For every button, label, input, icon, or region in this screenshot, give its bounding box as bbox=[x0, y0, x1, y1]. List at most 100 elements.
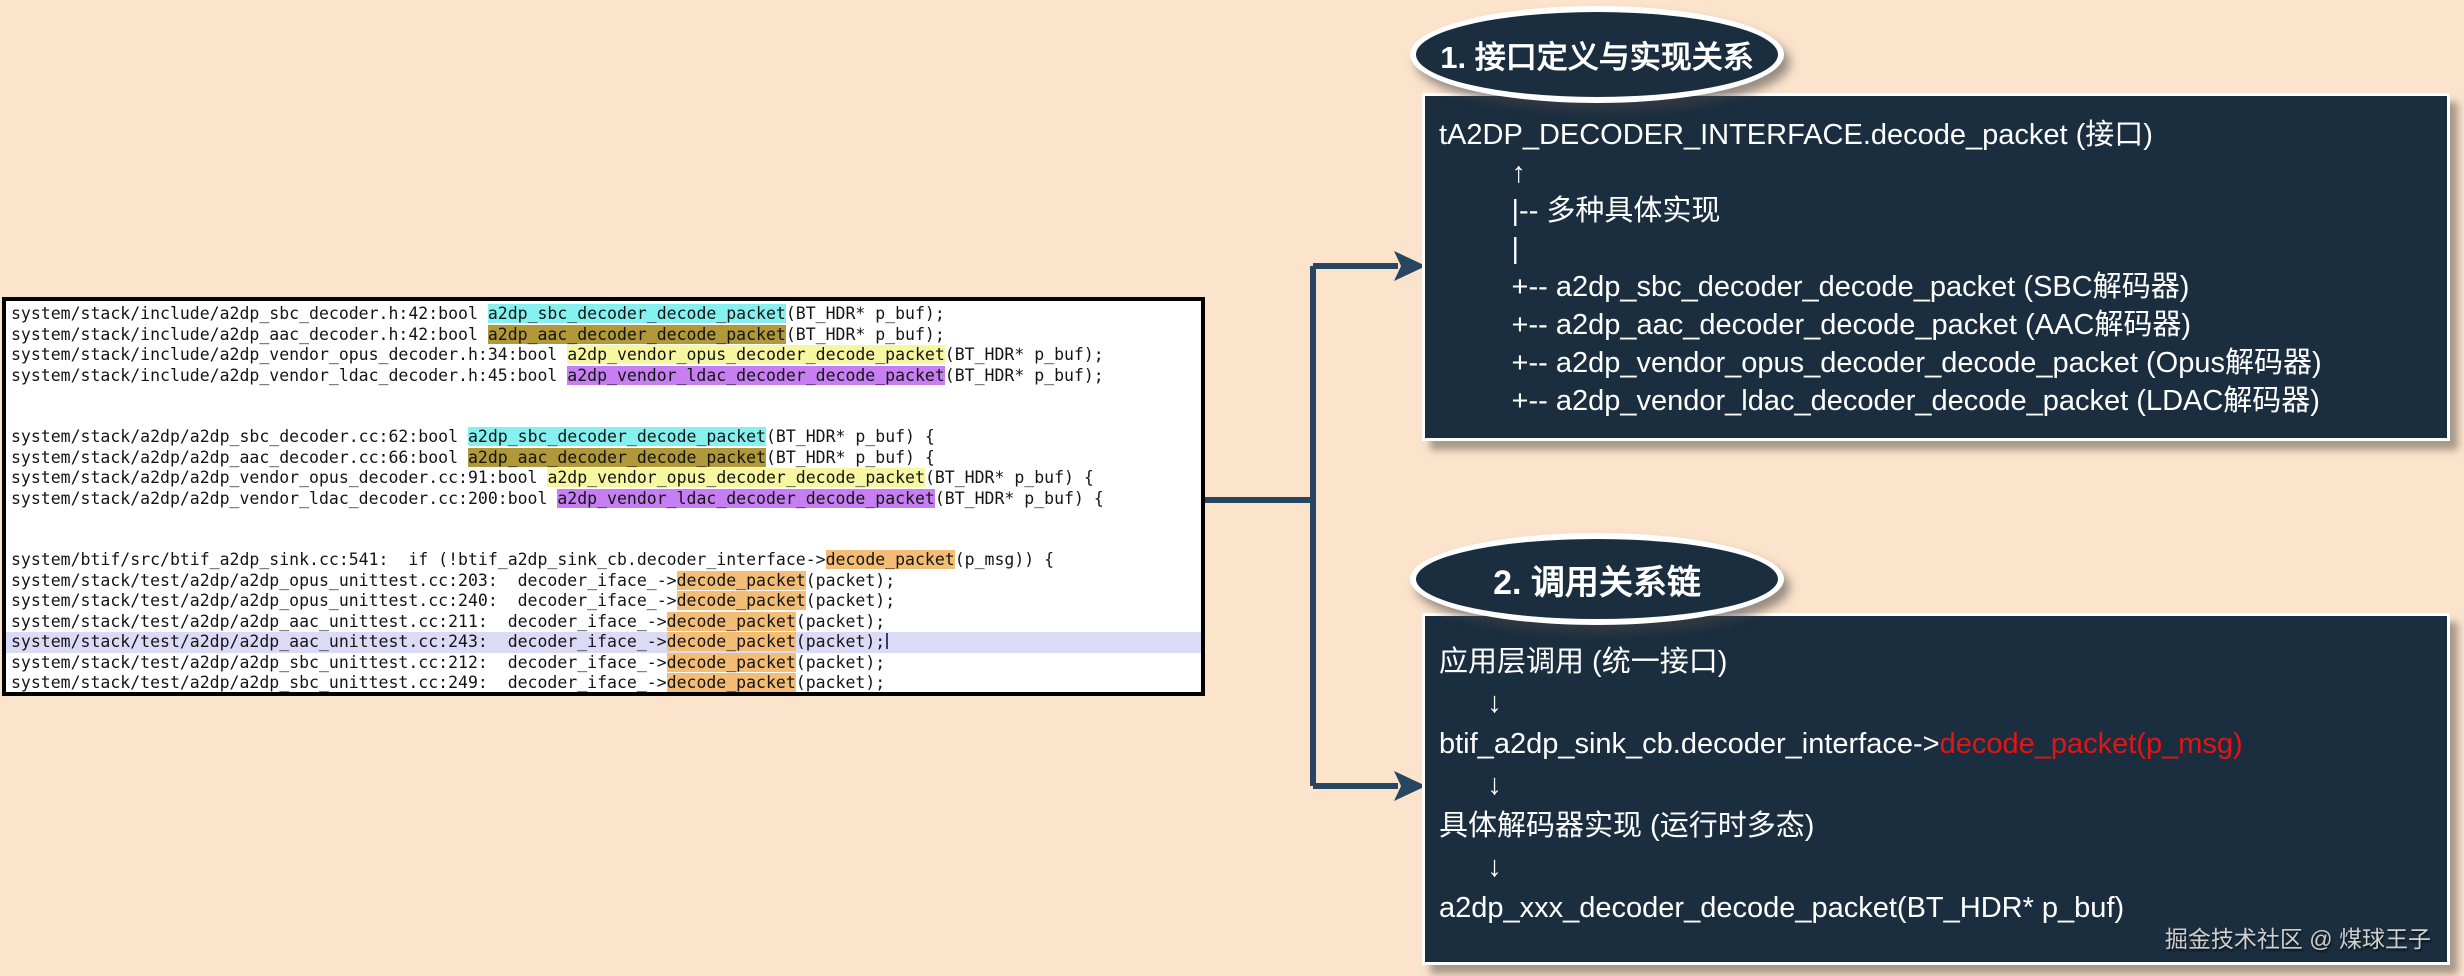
text-segment: ↓ bbox=[1439, 769, 1502, 801]
text-segment: system/stack/a2dp/a2dp_aac_decoder.cc:66… bbox=[11, 447, 468, 467]
text-segment: (BT_HDR* p_buf); bbox=[785, 324, 945, 344]
section-badge-2-label: 2. 调用关系链 bbox=[1493, 563, 1701, 602]
text-segment: (BT_HDR* p_buf); bbox=[944, 345, 1104, 364]
panel-line: 具体解码器实现 (运行时多态) bbox=[1439, 806, 2447, 847]
red-highlight-text: decode_packet(p_msg) bbox=[1939, 728, 2243, 760]
code-highlight-cyan: a2dp_sbc_decoder_decode_packet bbox=[487, 304, 786, 323]
code-highlight-yellow: a2dp_vendor_opus_decoder_decode_packet bbox=[547, 468, 925, 487]
text-segment: ↓ bbox=[1439, 851, 1502, 883]
grep-line: system/stack/test/a2dp/a2dp_sbc_unittest… bbox=[6, 652, 1201, 674]
text-segment: (packet); bbox=[805, 591, 896, 610]
grep-line bbox=[6, 386, 1201, 407]
interface-panel-body: tA2DP_DECODER_INTERFACE.decode_packet (接… bbox=[1425, 96, 2447, 420]
text-segment: system/stack/test/a2dp/a2dp_sbc_unittest… bbox=[11, 673, 667, 692]
text-segment: system/stack/test/a2dp/a2dp_opus_unittes… bbox=[11, 591, 677, 610]
panel-line: ↓ bbox=[1439, 683, 2447, 724]
code-highlight-orange: decode_packet bbox=[666, 611, 796, 631]
text-segment: (BT_HDR* p_buf) { bbox=[765, 447, 935, 467]
panel-line: btif_a2dp_sink_cb.decoder_interface->dec… bbox=[1439, 724, 2447, 765]
panel-line: 应用层调用 (统一接口) bbox=[1439, 642, 2447, 683]
grep-lines-container: system/stack/include/a2dp_sbc_decoder.h:… bbox=[6, 304, 1201, 692]
text-segment: (BT_HDR* p_buf) { bbox=[924, 468, 1094, 487]
grep-line-selected: system/stack/test/a2dp/a2dp_aac_unittest… bbox=[6, 632, 1201, 653]
panel-line: | bbox=[1439, 230, 2447, 268]
text-segment: system/stack/include/a2dp_vendor_opus_de… bbox=[11, 345, 568, 364]
text-segment: (BT_HDR* p_buf); bbox=[785, 304, 945, 323]
text-segment: ↑ bbox=[1439, 157, 1527, 189]
grep-line: system/stack/include/a2dp_vendor_opus_de… bbox=[6, 345, 1201, 366]
text-segment: system/stack/include/a2dp_sbc_decoder.h:… bbox=[11, 304, 488, 323]
grep-line: system/stack/a2dp/a2dp_vendor_opus_decod… bbox=[6, 468, 1201, 489]
panel-line: tA2DP_DECODER_INTERFACE.decode_packet (接… bbox=[1439, 116, 2447, 154]
text-cursor bbox=[886, 633, 889, 649]
grep-line bbox=[6, 509, 1201, 530]
grep-line bbox=[6, 407, 1201, 428]
text-segment: system/stack/a2dp/a2dp_sbc_decoder.cc:62… bbox=[11, 427, 468, 446]
text-segment: system/stack/a2dp/a2dp_vendor_ldac_decod… bbox=[11, 488, 558, 508]
panel-line: ↑ bbox=[1439, 154, 2447, 192]
grep-line: system/stack/a2dp/a2dp_sbc_decoder.cc:62… bbox=[6, 427, 1201, 448]
text-segment: system/stack/a2dp/a2dp_vendor_opus_decod… bbox=[11, 468, 548, 487]
text-segment: system/stack/test/a2dp/a2dp_opus_unittes… bbox=[11, 570, 677, 590]
text-segment: (packet); bbox=[795, 611, 886, 631]
code-highlight-olive: a2dp_aac_decoder_decode_packet bbox=[487, 324, 786, 344]
code-highlight-violet: a2dp_vendor_ldac_decoder_decode_packet bbox=[557, 488, 935, 508]
grep-line: system/stack/a2dp/a2dp_aac_decoder.cc:66… bbox=[6, 447, 1201, 469]
code-highlight-orange: decode_packet bbox=[825, 550, 955, 569]
text-segment: (BT_HDR* p_buf) { bbox=[765, 427, 935, 446]
section-badge-2: 2. 调用关系链 bbox=[1410, 533, 1784, 625]
text-segment: system/stack/include/a2dp_aac_decoder.h:… bbox=[11, 324, 488, 344]
panel-line: a2dp_xxx_decoder_decode_packet(BT_HDR* p… bbox=[1439, 888, 2447, 929]
text-segment: (p_msg)) { bbox=[954, 550, 1055, 569]
panel-line: |-- 多种具体实现 bbox=[1439, 192, 2447, 230]
branch-connector bbox=[1205, 251, 1426, 801]
interface-relationship-panel: tA2DP_DECODER_INTERFACE.decode_packet (接… bbox=[1422, 93, 2450, 441]
text-segment: +-- a2dp_vendor_opus_decoder_decode_pack… bbox=[1439, 347, 2322, 379]
text-segment: btif_a2dp_sink_cb.decoder_interface-> bbox=[1439, 728, 1940, 760]
text-segment: (BT_HDR* p_buf); bbox=[944, 365, 1104, 385]
text-segment: system/stack/include/a2dp_vendor_ldac_de… bbox=[11, 365, 568, 385]
text-segment: (packet); bbox=[795, 632, 886, 651]
panel-line: ↓ bbox=[1439, 847, 2447, 888]
text-segment: (packet); bbox=[795, 652, 886, 672]
call-chain-panel-body: 应用层调用 (统一接口) ↓btif_a2dp_sink_cb.decoder_… bbox=[1425, 616, 2447, 929]
code-highlight-cyan: a2dp_sbc_decoder_decode_packet bbox=[467, 427, 766, 446]
grep-line: system/stack/include/a2dp_aac_decoder.h:… bbox=[6, 324, 1201, 346]
panel-line: +-- a2dp_sbc_decoder_decode_packet (SBC解… bbox=[1439, 268, 2447, 306]
panel-line: +-- a2dp_aac_decoder_decode_packet (AAC解… bbox=[1439, 306, 2447, 344]
text-segment: a2dp_xxx_decoder_decode_packet(BT_HDR* p… bbox=[1439, 892, 2125, 924]
grep-line: system/stack/test/a2dp/a2dp_sbc_unittest… bbox=[6, 673, 1201, 692]
arrowhead-icon bbox=[1394, 771, 1426, 801]
text-segment: (packet); bbox=[805, 570, 896, 590]
watermark: 掘金技术社区 @ 煤球王子 bbox=[2164, 926, 2431, 952]
section-badge-1: 1. 接口定义与实现关系 bbox=[1410, 6, 1784, 103]
arrowhead-icon bbox=[1394, 251, 1426, 281]
grep-line: system/stack/include/a2dp_vendor_ldac_de… bbox=[6, 365, 1201, 387]
code-highlight-yellow: a2dp_vendor_opus_decoder_decode_packet bbox=[567, 345, 945, 364]
code-highlight-orange: decode_packet bbox=[676, 570, 806, 590]
grep-line: system/stack/include/a2dp_sbc_decoder.h:… bbox=[6, 304, 1201, 325]
grep-line: system/stack/test/a2dp/a2dp_opus_unittes… bbox=[6, 591, 1201, 612]
text-segment: 具体解码器实现 (运行时多态) bbox=[1439, 810, 1815, 842]
text-segment: (BT_HDR* p_buf) { bbox=[934, 488, 1104, 508]
code-highlight-orange: decode_packet bbox=[676, 591, 806, 610]
panel-line: +-- a2dp_vendor_opus_decoder_decode_pack… bbox=[1439, 344, 2447, 382]
panel-line: +-- a2dp_vendor_ldac_decoder_decode_pack… bbox=[1439, 382, 2447, 420]
code-highlight-orange: decode_packet bbox=[666, 652, 796, 672]
code-highlight-violet: a2dp_vendor_ldac_decoder_decode_packet bbox=[567, 365, 945, 385]
panel-line: ↓ bbox=[1439, 765, 2447, 806]
grep-line: system/btif/src/btif_a2dp_sink.cc:541: i… bbox=[6, 550, 1201, 571]
text-segment: tA2DP_DECODER_INTERFACE.decode_packet (接… bbox=[1439, 119, 2153, 151]
text-segment: |-- 多种具体实现 bbox=[1439, 195, 1721, 227]
text-segment: system/stack/test/a2dp/a2dp_aac_unittest… bbox=[11, 611, 667, 631]
code-highlight-orange: decode_packet bbox=[666, 673, 796, 692]
grep-line: system/stack/a2dp/a2dp_vendor_ldac_decod… bbox=[6, 488, 1201, 510]
call-chain-panel: 应用层调用 (统一接口) ↓btif_a2dp_sink_cb.decoder_… bbox=[1422, 613, 2450, 965]
text-segment: system/stack/test/a2dp/a2dp_aac_unittest… bbox=[11, 632, 667, 651]
code-highlight-orange: decode_packet bbox=[666, 632, 796, 651]
text-segment: 应用层调用 (统一接口) bbox=[1439, 646, 1728, 678]
grep-line bbox=[6, 530, 1201, 551]
text-segment: system/btif/src/btif_a2dp_sink.cc:541: i… bbox=[11, 550, 826, 569]
text-segment: | bbox=[1439, 233, 1520, 265]
text-segment: +-- a2dp_sbc_decoder_decode_packet (SBC解… bbox=[1439, 271, 2190, 303]
